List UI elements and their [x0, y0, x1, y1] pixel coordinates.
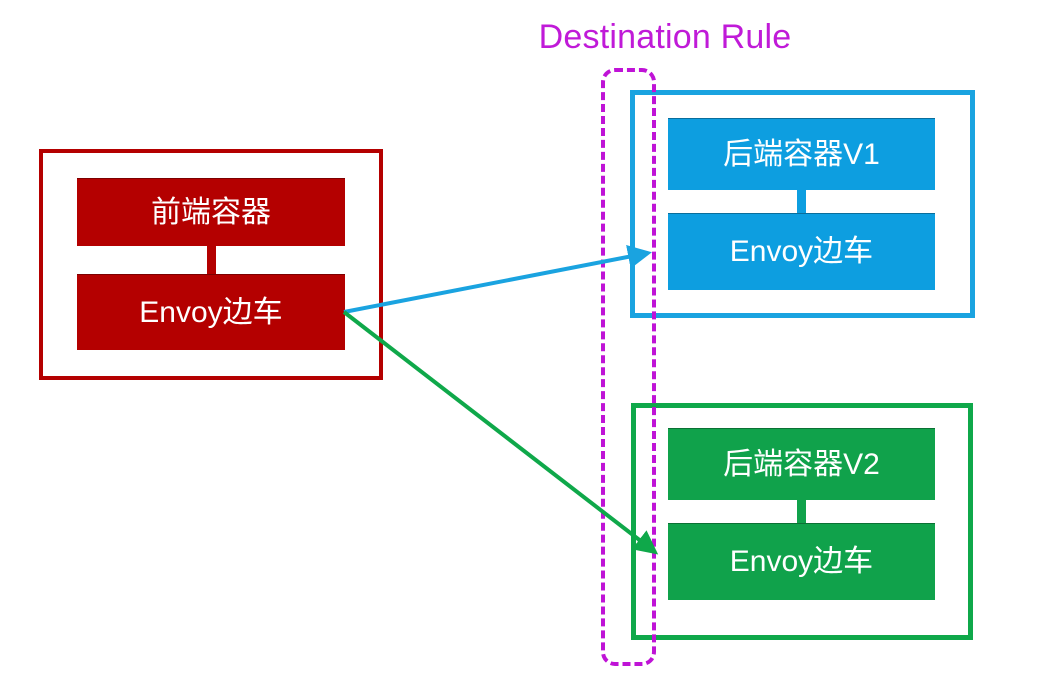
- backend-v1-envoy-sidecar-node[interactable]: Envoy边车: [668, 213, 935, 290]
- destination-rule-boundary: [601, 68, 656, 666]
- backend-v2-connector: [797, 500, 806, 523]
- frontend-connector: [207, 246, 216, 274]
- backend-v1-container-node[interactable]: 后端容器V1: [668, 118, 935, 190]
- frontend-container-node[interactable]: 前端容器: [77, 178, 345, 246]
- backend-v2-envoy-sidecar-node[interactable]: Envoy边车: [668, 523, 935, 600]
- page-title: Destination Rule: [538, 18, 792, 56]
- backend-v1-connector: [797, 190, 806, 213]
- frontend-envoy-sidecar-node[interactable]: Envoy边车: [77, 274, 345, 350]
- backend-v2-container-node[interactable]: 后端容器V2: [668, 428, 935, 500]
